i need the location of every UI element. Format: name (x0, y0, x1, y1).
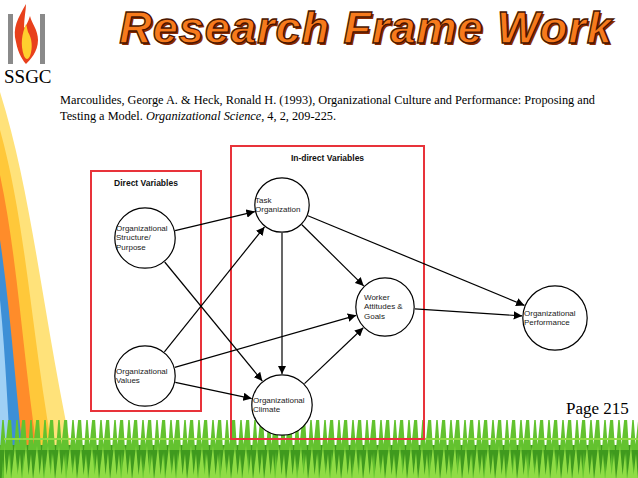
variable-name: Organizational Structure/ Purpose (116, 224, 174, 253)
variable-circle: Organizational Climate (251, 374, 313, 436)
variable-circle: Organizational Performance (522, 285, 588, 351)
variable-name: Worker Attitudes & Goals (364, 293, 406, 322)
circle-outline (115, 346, 175, 406)
flame-logo (8, 4, 45, 64)
grass-blades (4, 438, 638, 478)
citation-text: , 4, 2, 209-225. (261, 109, 336, 123)
circle-outline (523, 286, 587, 350)
arrow-connector (415, 309, 522, 316)
group-heading: In-direct Variables (232, 153, 423, 163)
arrow-connector (308, 216, 525, 306)
variable-name: Organizational Values (116, 367, 174, 386)
slide-title: Research Frame Work (96, 0, 636, 56)
arrow-connector (305, 328, 364, 384)
variable-name: Task Organization (255, 196, 309, 215)
variable-circle: Task Organization (254, 177, 310, 233)
variable-group-box: Direct VariablesOrganizational Structure… (90, 170, 202, 412)
variable-group-box: In-direct VariablesTask OrganizationWork… (230, 145, 425, 440)
page-number: Page 215 (566, 399, 629, 419)
circle-outline (255, 178, 309, 232)
variable-name: Organizational Climate (253, 396, 311, 415)
arrow-connector (175, 212, 255, 231)
arrow-connector (165, 262, 263, 381)
variable-circle: Worker Attitudes & Goals (355, 277, 415, 337)
group-heading: Direct Variables (92, 178, 200, 188)
arrow-connector (164, 227, 264, 352)
logo-text: SSGC (2, 66, 54, 88)
circle-outline (356, 278, 414, 336)
arrow-connector (302, 225, 364, 286)
arrow-connector (281, 233, 282, 374)
journal-name: Organizational Science (146, 109, 261, 123)
circle-outline (252, 375, 312, 435)
reference-citation: Marcoulides, George A. & Heck, Ronald H.… (60, 92, 632, 124)
arrow-connector (175, 382, 251, 398)
circle-outline (115, 208, 175, 268)
arrow-connector (175, 315, 356, 367)
variable-name: Organizational Performance (524, 309, 586, 328)
variable-circle: Organizational Structure/ Purpose (114, 207, 176, 269)
variable-circle: Organizational Values (114, 345, 176, 407)
